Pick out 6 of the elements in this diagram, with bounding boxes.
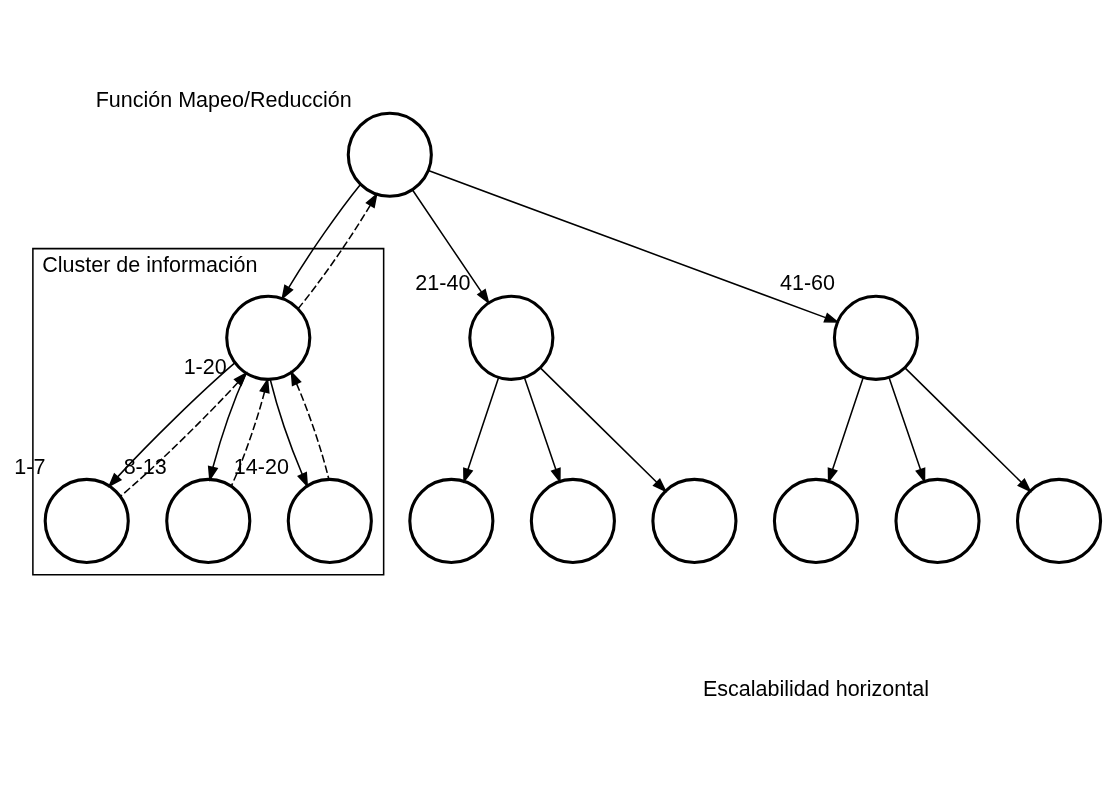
node-label: 21-40 <box>415 270 471 295</box>
label: Escalabilidad horizontal <box>702 676 929 701</box>
node-label: Función Mapeo/Reducción <box>95 87 352 112</box>
node-label: 41-60 <box>779 270 836 295</box>
node-label: 14-20 <box>233 454 289 479</box>
node-label: 1-20 <box>183 354 227 379</box>
